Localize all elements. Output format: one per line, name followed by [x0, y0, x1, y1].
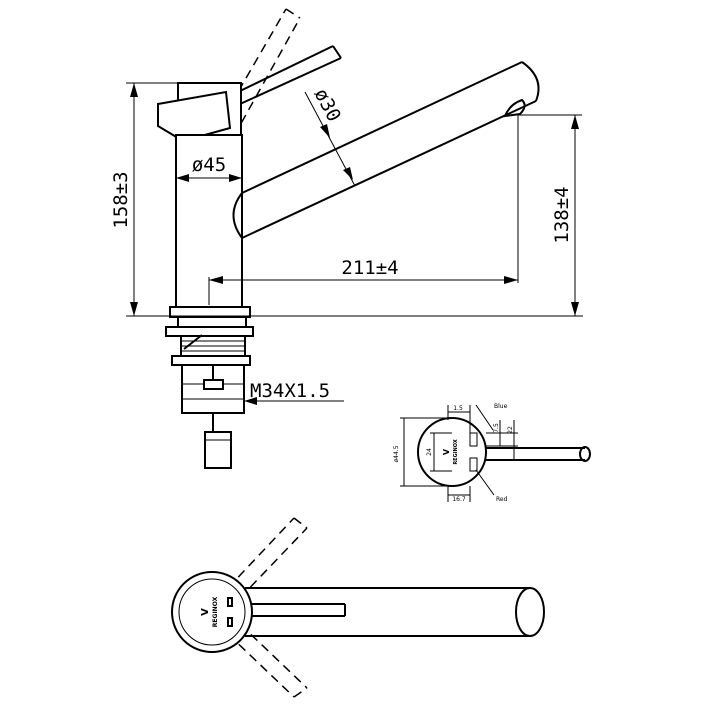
dim-height-spout-label: 138±4: [551, 186, 573, 243]
top-view: V REGINOX: [171, 517, 545, 698]
dim-spout-diameter-label: ø30: [310, 85, 346, 126]
detail-brand-mark: V: [442, 448, 451, 455]
top-brand-mark: V: [200, 608, 211, 616]
dim-height-spout: 138±4: [518, 114, 582, 316]
dim-thread: M34X1.5: [244, 380, 344, 405]
mounting-hardware: [165, 316, 254, 469]
detail-dim-7-5: 7.5: [493, 423, 500, 433]
detail-brand-name: REGINOX: [453, 439, 459, 464]
top-spout: [245, 587, 545, 637]
top-brand-name: REGINOX: [212, 596, 219, 627]
dim-body-diameter: ø45: [176, 154, 242, 182]
detail-dim-22: 22: [507, 426, 514, 434]
spout: [232, 61, 540, 239]
detail-dim-1-5: 1.5: [453, 405, 463, 412]
detail-view: V REGINOX ø44.5 24 1.5 Blue 7.5 22 16.7 …: [393, 403, 591, 503]
dim-reach-label: 211±4: [341, 257, 398, 279]
side-view: 158±3 138±4 211±4 ø45: [110, 8, 583, 469]
detail-dim-24: 24: [426, 448, 433, 456]
top-body-inner: [178, 578, 246, 646]
dim-height-total: 158±3: [110, 82, 178, 317]
top-body-outer: [171, 571, 253, 653]
detail-label-red: Red: [496, 496, 508, 503]
top-lever-handle: [240, 603, 346, 617]
dim-spout-diameter: ø30: [304, 85, 356, 187]
detail-dim-16-7: 16.7: [452, 496, 466, 503]
detail-label-blue: Blue: [494, 403, 508, 410]
top-lever-alt-lower: [227, 623, 308, 698]
dim-body-diameter-label: ø45: [192, 154, 226, 176]
detail-dim-44-5: ø44.5: [393, 445, 400, 462]
lever-cap: [157, 82, 242, 143]
dim-height-total-label: 158±3: [110, 171, 132, 228]
dim-reach: 211±4: [208, 115, 519, 305]
top-lever-alt-upper: [227, 517, 308, 599]
lever-handle: [237, 45, 342, 105]
dim-thread-label: M34X1.5: [250, 380, 330, 402]
